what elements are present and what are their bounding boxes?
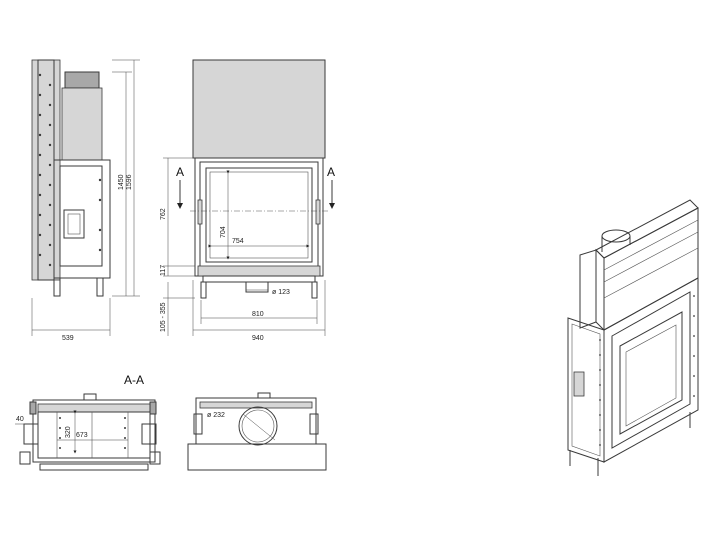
section-title: A-A — [124, 373, 144, 387]
section-marker-right: A — [327, 165, 335, 179]
side-view — [31, 59, 140, 336]
section-rivets — [59, 417, 126, 449]
glass-height-dimension: 704 — [220, 226, 227, 238]
front-flue-diameter-dimension: ø 123 — [272, 289, 290, 296]
top-flue-diameter-dimension: ø 232 — [207, 412, 225, 419]
section-wall-dimension: 40 — [16, 416, 24, 423]
door-height-dimension: 762 — [160, 208, 167, 220]
side-depth-dimension: 539 — [62, 335, 74, 342]
side-view-rivets — [38, 73, 102, 267]
isometric-view — [567, 199, 699, 476]
base-height-dimension: 117 — [160, 265, 167, 276]
leg-height-dimension: 105 - 355 — [160, 302, 167, 332]
top-view — [187, 392, 327, 471]
section-width-dimension: 673 — [76, 432, 88, 439]
side-height-body-dimension: 1450 — [118, 174, 125, 190]
front-view — [163, 59, 335, 336]
glass-width-dimension: 754 — [232, 238, 244, 245]
section-marker-left: A — [176, 165, 184, 179]
section-view — [15, 393, 161, 471]
side-height-total-dimension: 1596 — [126, 174, 133, 190]
inner-width-dimension: 810 — [252, 311, 264, 318]
section-depth-dimension: 320 — [65, 426, 72, 438]
isometric-rivets — [599, 295, 695, 446]
outer-width-dimension: 940 — [252, 335, 264, 342]
